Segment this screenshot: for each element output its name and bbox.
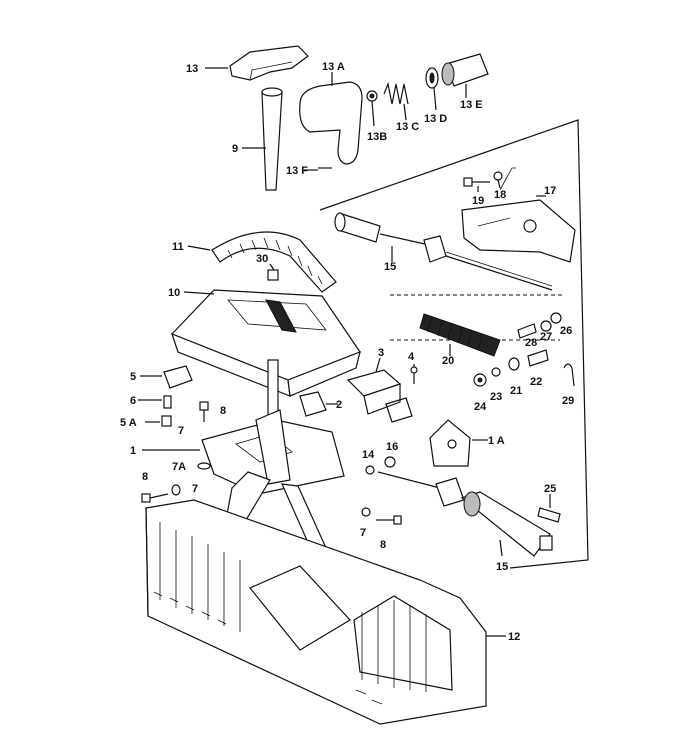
- label-18: 18: [494, 189, 506, 201]
- part-8-bolt-lower: [141, 493, 169, 503]
- part-7A-washer: [197, 462, 211, 470]
- part-23-washer: [491, 367, 501, 377]
- part-15-cable-upper: [334, 212, 553, 291]
- label-9: 9: [232, 143, 238, 155]
- label-30: 30: [256, 253, 268, 265]
- label-19: 19: [472, 195, 484, 207]
- label-10: 10: [168, 287, 180, 299]
- label-13F: 13 F: [286, 165, 308, 177]
- part-17-bracket: [461, 167, 576, 263]
- label-5: 5: [130, 371, 136, 383]
- label-14: 14: [362, 449, 375, 461]
- part-21-bushing: [508, 357, 520, 371]
- label-13A: 13 A: [322, 61, 345, 73]
- label-16: 16: [386, 441, 398, 453]
- label-4: 4: [408, 351, 415, 363]
- part-3-switch: [346, 357, 413, 423]
- part-10-console-cover: [170, 289, 361, 397]
- part-5-holder: [140, 365, 193, 389]
- label-25: 25: [544, 483, 556, 495]
- label-1A: 1 A: [488, 435, 505, 447]
- label-21: 21: [510, 385, 522, 397]
- part-16-washer: [384, 456, 396, 468]
- label-13E: 13 E: [460, 99, 483, 111]
- part-13D-ring: [425, 67, 439, 111]
- part-9-lever-sleeve: [242, 87, 283, 191]
- part-26-nut: [550, 312, 562, 324]
- part-13-knob-cap: [205, 45, 309, 81]
- part-1-base-plate: [142, 409, 345, 495]
- label-23: 23: [490, 391, 502, 403]
- part-13C-spring: [383, 81, 409, 121]
- label-20: 20: [442, 355, 454, 367]
- part-14-nut: [365, 465, 375, 475]
- label-17: 17: [544, 185, 556, 197]
- label-11: 11: [172, 241, 184, 253]
- part-15-cable-lower: [377, 471, 553, 557]
- part-20-bellows: [419, 313, 501, 357]
- label-13B: 13B: [367, 131, 387, 143]
- label-8-mid: 8: [380, 539, 386, 551]
- part-8-screw-upper: [199, 401, 209, 422]
- label-27: 27: [540, 331, 552, 343]
- part-4-screw: [410, 364, 418, 384]
- part-22-clip: [527, 349, 549, 367]
- part-13A-knob-body: [299, 72, 363, 171]
- label-29: 29: [562, 395, 574, 407]
- part-12-console-housing: [145, 499, 506, 725]
- label-8-lower: 8: [142, 471, 148, 483]
- label-7-mid: 7: [360, 527, 366, 539]
- part-2-block: [299, 391, 338, 417]
- callout-labels: 13 13 A 13B 13 C 13 D 13 E 13 F 9 19 18 …: [120, 61, 574, 643]
- label-7-lower: 7: [192, 483, 198, 495]
- part-7-washer-mid: [361, 507, 371, 517]
- label-13C: 13 C: [396, 121, 419, 133]
- label-12: 12: [508, 631, 520, 643]
- label-13D: 13 D: [424, 113, 447, 125]
- label-22: 22: [530, 376, 542, 388]
- part-28-pin: [517, 323, 537, 339]
- part-30-bulb: [267, 263, 279, 281]
- label-28: 28: [525, 337, 537, 349]
- part-25-clip: [537, 494, 561, 523]
- label-15-upper: 15: [384, 261, 396, 273]
- part-7-washer-lower: [171, 484, 181, 496]
- part-27-nut: [540, 320, 552, 332]
- label-7A: 7A: [172, 461, 186, 473]
- part-6-bulb-socket: [138, 395, 172, 409]
- part-8-bolt-mid: [376, 515, 402, 525]
- part-1A-bracket: [429, 419, 488, 467]
- label-1: 1: [130, 445, 136, 457]
- label-2: 2: [336, 399, 342, 411]
- label-26: 26: [560, 325, 572, 337]
- label-13: 13: [186, 63, 198, 75]
- part-29-spring-clip: [563, 363, 575, 387]
- part-5A-bulb: [145, 415, 172, 427]
- label-24: 24: [474, 401, 487, 413]
- part-13E-sleeve: [441, 53, 489, 98]
- label-8-upper: 8: [220, 405, 226, 417]
- label-7-upper: 7: [178, 425, 184, 437]
- label-6: 6: [130, 395, 136, 407]
- label-3: 3: [378, 347, 384, 359]
- label-5A: 5 A: [120, 417, 137, 429]
- part-18-washer: [493, 171, 503, 189]
- label-15-lower: 15: [496, 561, 508, 573]
- part-19-bolt: [463, 177, 490, 192]
- part-11-shift-boot: [187, 231, 337, 293]
- part-13B-nut: [366, 90, 378, 127]
- part-24-nut: [473, 373, 487, 387]
